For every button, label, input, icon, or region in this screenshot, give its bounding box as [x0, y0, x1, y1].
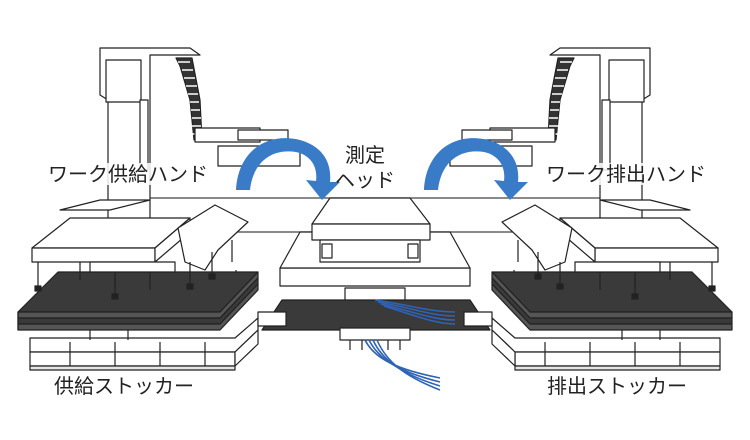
measurement-stage [257, 197, 493, 350]
discharge-work-sheets [491, 271, 733, 331]
label-discharge-stocker: 排出ストッカー [547, 374, 687, 398]
label-measurement-head-line1: 測定 [345, 143, 385, 167]
work-supply-hand [31, 199, 249, 300]
discharge-stocker [491, 270, 721, 371]
supply-work-sheets [17, 271, 259, 331]
probe-cables [364, 299, 456, 391]
curved-arrow-icon [236, 138, 340, 200]
curved-arrow-icon [424, 138, 528, 200]
label-work-supply-hand: ワーク供給ハンド [46, 162, 210, 186]
right-robot-column [449, 47, 651, 261]
label-supply-stocker: 供給ストッカー [54, 374, 194, 398]
label-measurement-head: 測定 ヘッド [335, 143, 395, 193]
label-measurement-head-line2: ヘッド [335, 168, 395, 192]
label-work-discharge-hand: ワーク排出ハンド [544, 162, 708, 186]
work-discharge-hand [501, 199, 719, 300]
